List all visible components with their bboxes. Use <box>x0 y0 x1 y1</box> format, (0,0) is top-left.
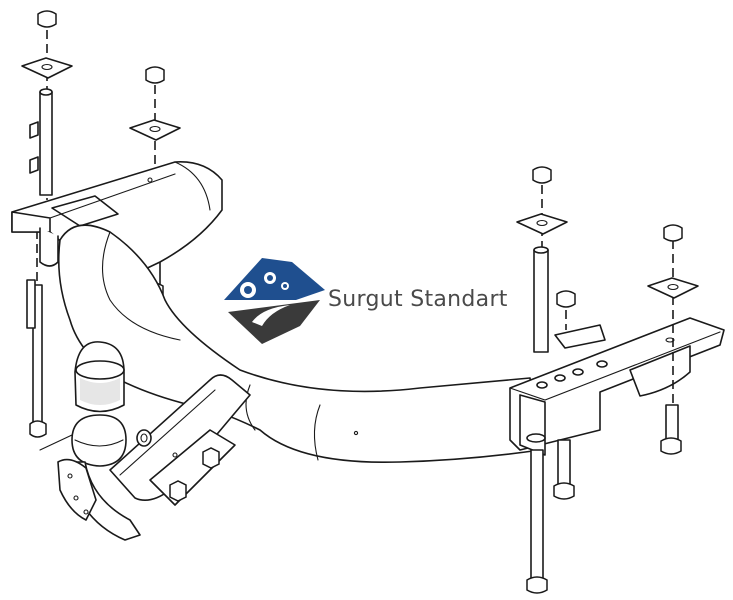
left-bolt-stack <box>21 10 73 200</box>
company-logo <box>224 258 325 344</box>
right-outer-washer <box>647 277 699 299</box>
right-inner-bolt-stack <box>516 166 568 594</box>
side-strut <box>109 374 251 506</box>
logo-text: Surgut Standart <box>328 287 508 312</box>
left-spacer-tube <box>39 91 53 196</box>
left-inner-nut <box>145 66 165 84</box>
right-short-bolt <box>553 290 576 500</box>
tow-ball-assembly <box>39 341 141 541</box>
left-mounting-bracket <box>11 161 223 283</box>
left-washer <box>21 57 73 79</box>
gear-icon <box>240 272 289 298</box>
right-spacer-tube <box>533 249 549 353</box>
beam-body <box>58 224 541 464</box>
tow-ball <box>71 414 127 467</box>
left-long-bolt <box>26 230 47 438</box>
right-inner-nut <box>532 166 552 184</box>
right-inner-washer <box>516 213 568 235</box>
right-mounting-bracket <box>509 317 725 456</box>
left-nut <box>37 10 57 28</box>
logo-dark-shape <box>228 300 320 344</box>
right-outer-bolt-stack <box>647 224 699 455</box>
socket-plate <box>57 458 97 521</box>
left-inner-washer <box>129 119 181 141</box>
cross-beam <box>58 224 541 464</box>
right-outer-nut <box>663 224 683 242</box>
